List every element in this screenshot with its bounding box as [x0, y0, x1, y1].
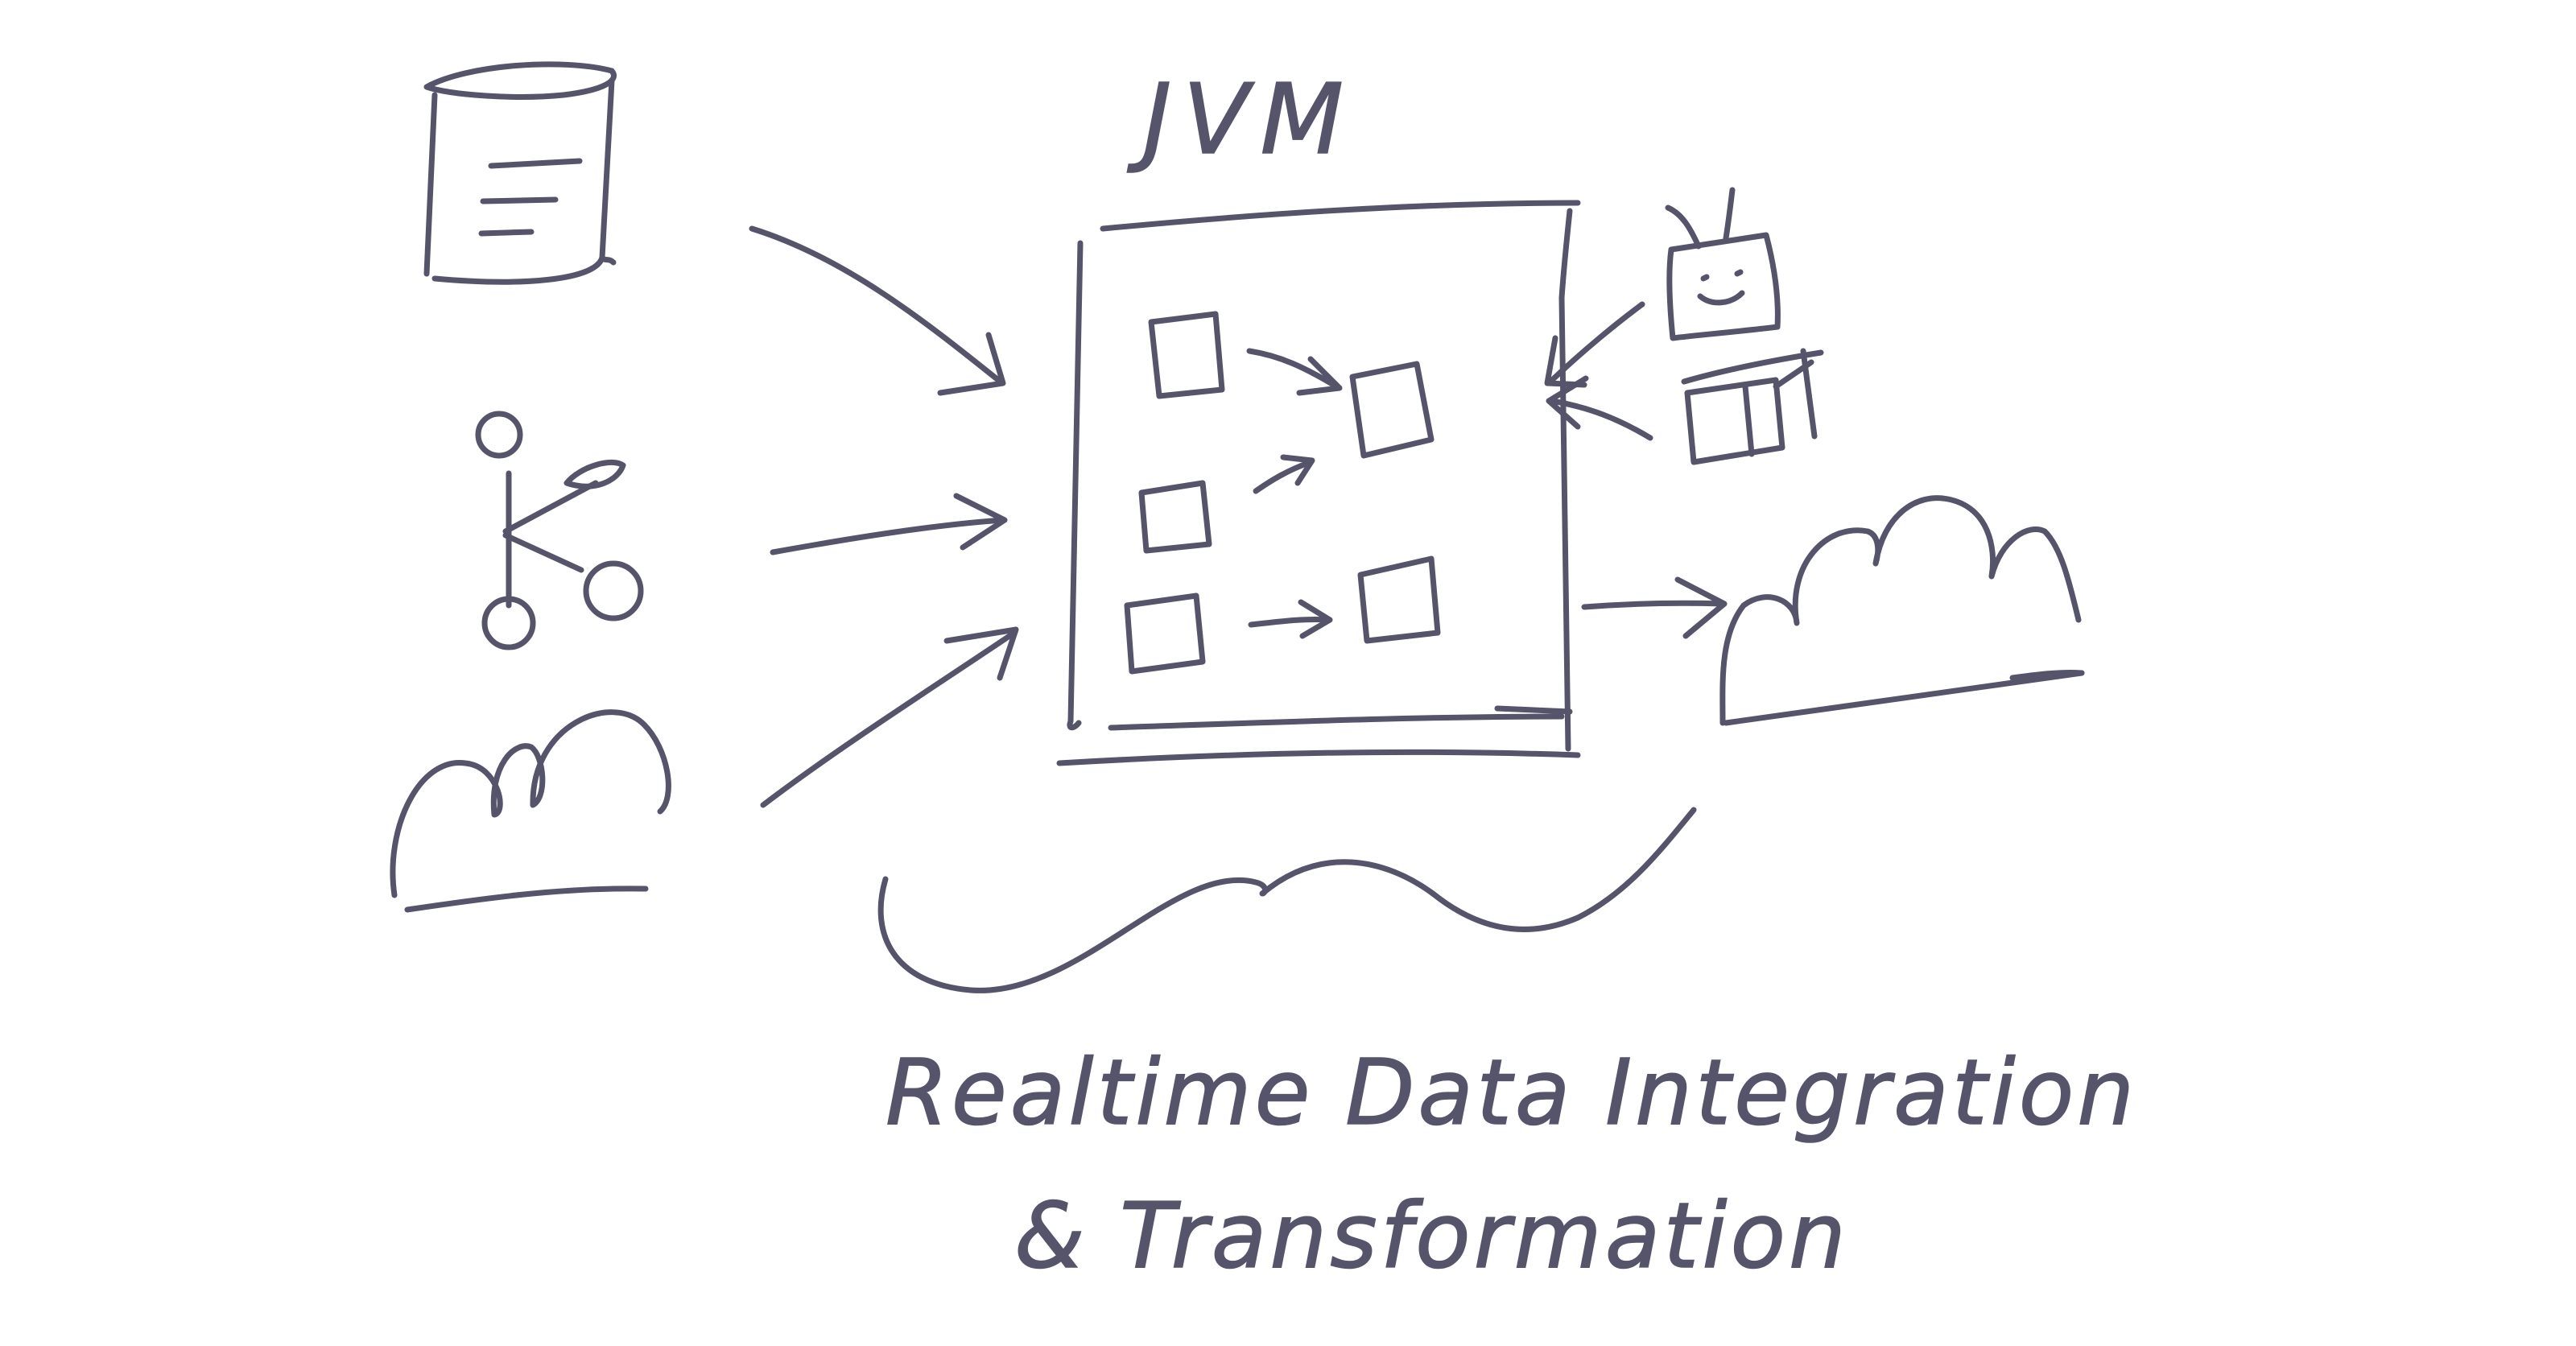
curly-brace	[877, 807, 1697, 993]
task-arrow-1	[1246, 348, 1343, 396]
cloud-icon	[390, 709, 671, 913]
jvm-container	[1056, 200, 1581, 766]
input-arrow-3	[760, 626, 1019, 808]
input-arrow-5	[1546, 375, 1653, 441]
cloud-output-icon	[1719, 495, 2085, 726]
task-arrow-3	[1248, 599, 1333, 639]
jvm-title: JVM	[1127, 64, 1355, 176]
task-box-5	[1357, 555, 1441, 644]
robot-icon	[1665, 187, 1781, 341]
input-arrow-1	[749, 225, 1006, 396]
caption-line-2: & Transformation	[1014, 1184, 1849, 1289]
database-icon	[423, 61, 617, 285]
task-box-4	[1124, 592, 1206, 675]
output-arrow	[1581, 576, 1728, 639]
task-arrow-2	[1253, 454, 1315, 494]
task-box-3	[1138, 480, 1212, 554]
task-box-2	[1349, 361, 1435, 459]
device-boxes-icon	[1681, 348, 1824, 465]
caption-line-1: Realtime Data Integration	[886, 1041, 2137, 1146]
graph-network-icon	[475, 411, 644, 650]
input-arrow-2	[770, 493, 1008, 555]
task-box-1	[1148, 311, 1225, 399]
